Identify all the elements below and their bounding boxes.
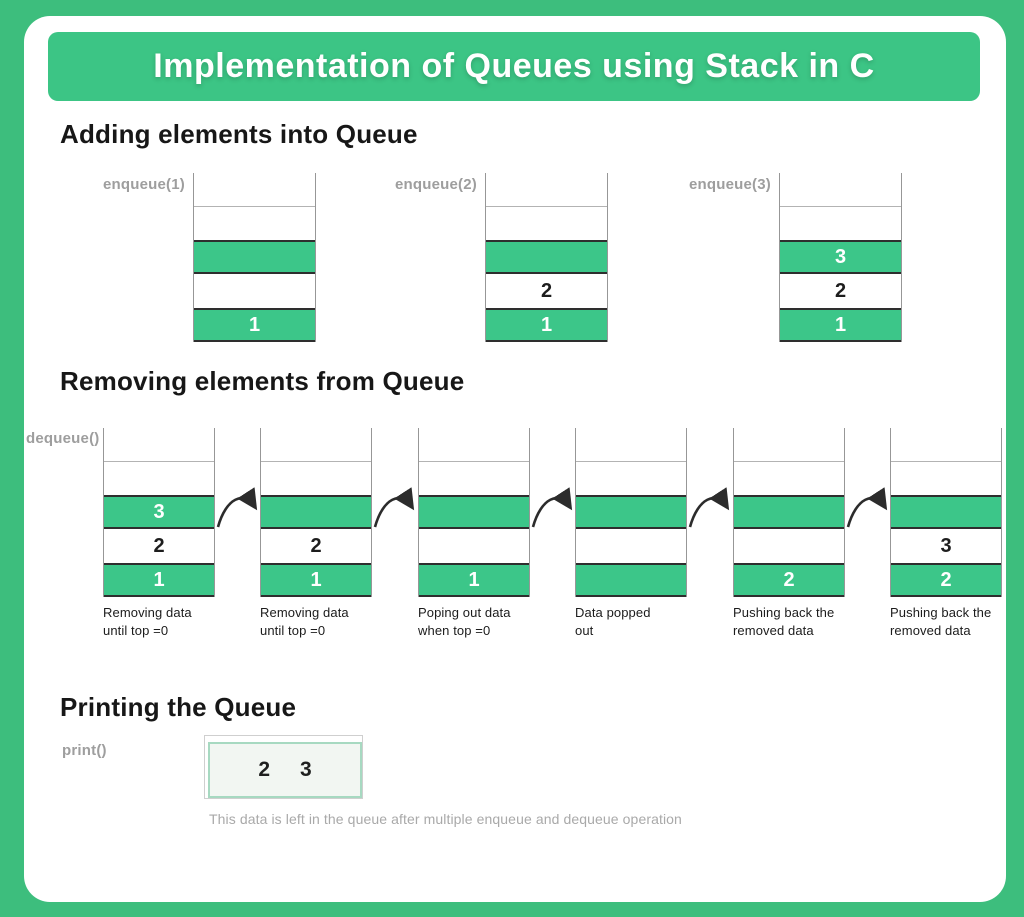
queue-value: 3 — [300, 758, 312, 781]
stack-enqueue-3: 3 2 1 — [779, 173, 902, 342]
stack-cell: 1 — [194, 308, 315, 342]
dequeue-label: dequeue() — [26, 430, 100, 447]
cell-value: 2 — [540, 280, 553, 302]
stack-cell — [780, 206, 901, 240]
stack-caption: Data popped out — [575, 605, 651, 638]
stack-caption: Pushing back the removed data — [890, 605, 992, 638]
cell-value: 2 — [153, 535, 165, 557]
stack-open-top — [104, 428, 214, 461]
stack-cell — [419, 495, 529, 529]
stack-cell: 3 — [104, 495, 214, 529]
stack-enqueue-1: 1 — [193, 173, 316, 342]
stack-cell — [486, 240, 607, 274]
page-title: Implementation of Queues using Stack in … — [153, 47, 875, 85]
enqueue-1-label: enqueue(1) — [102, 176, 185, 193]
stack-open-top — [486, 173, 607, 206]
stack-dequeue-3: 1 — [418, 428, 530, 597]
print-label: print() — [62, 742, 107, 759]
stack-enqueue-2: 2 1 — [485, 173, 608, 342]
cell-value: 1 — [248, 314, 261, 336]
stack-open-top — [734, 428, 844, 461]
cell-value: 1 — [834, 314, 847, 336]
stack-cell: 2 — [891, 563, 1001, 597]
cell-value: 3 — [153, 501, 165, 523]
cell-value: 1 — [153, 569, 165, 591]
cell-value: 1 — [468, 569, 480, 591]
cell-value: 3 — [940, 535, 952, 557]
title-banner: Implementation of Queues using Stack in … — [48, 32, 980, 101]
stack-cell — [104, 461, 214, 495]
stack-dequeue-6: 3 2 — [890, 428, 1002, 597]
stack-cell — [891, 495, 1001, 529]
curved-arrow-icon — [216, 487, 258, 528]
stack-open-top — [576, 428, 686, 461]
stack-cell — [891, 461, 1001, 495]
stack-cell: 1 — [780, 308, 901, 342]
stack-dequeue-5: 2 — [733, 428, 845, 597]
stack-cell: 2 — [734, 563, 844, 597]
cell-value: 1 — [540, 314, 553, 336]
cell-value: 2 — [783, 569, 795, 591]
stack-cell: 2 — [104, 529, 214, 563]
stack-caption: Removing data until top =0 — [103, 605, 192, 638]
stack-caption: Pushing back the removed data — [733, 605, 835, 638]
stack-open-top — [261, 428, 371, 461]
stack-cell — [576, 461, 686, 495]
cell-value: 3 — [834, 246, 847, 268]
stack-cell: 1 — [104, 563, 214, 597]
stack-open-top — [194, 173, 315, 206]
stack-dequeue-4 — [575, 428, 687, 597]
stack-cell: 1 — [261, 563, 371, 597]
cell-value: 2 — [834, 280, 847, 302]
stack-open-top — [419, 428, 529, 461]
stack-cell — [734, 529, 844, 563]
curved-arrow-icon — [373, 487, 415, 528]
cell-value: 2 — [940, 569, 952, 591]
stack-cell: 3 — [780, 240, 901, 274]
stack-cell — [734, 461, 844, 495]
enqueue-3-label: enqueue(3) — [688, 176, 771, 193]
stack-cell — [194, 240, 315, 274]
stack-cell — [576, 529, 686, 563]
stack-caption: Removing data until top =0 — [260, 605, 349, 638]
stack-open-top — [891, 428, 1001, 461]
stack-cell — [419, 461, 529, 495]
stack-cell: 2 — [261, 529, 371, 563]
stack-cell — [194, 206, 315, 240]
stack-cell — [261, 461, 371, 495]
cell-value: 2 — [310, 535, 322, 557]
cell-value: 1 — [310, 569, 322, 591]
stack-cell — [194, 274, 315, 308]
stack-open-top — [780, 173, 901, 206]
adding-section-heading: Adding elements into Queue — [60, 119, 418, 149]
curved-arrow-icon — [688, 487, 730, 528]
stack-cell — [486, 206, 607, 240]
removing-section-heading: Removing elements from Queue — [60, 366, 465, 396]
enqueue-2-label: enqueue(2) — [394, 176, 477, 193]
stack-cell — [576, 495, 686, 529]
curved-arrow-icon — [531, 487, 573, 528]
queue-value: 2 — [258, 758, 270, 781]
stack-cell: 2 — [780, 274, 901, 308]
stack-cell — [576, 563, 686, 597]
print-caption: This data is left in the queue after mul… — [209, 811, 682, 827]
stack-cell: 1 — [486, 308, 607, 342]
stack-cell — [734, 495, 844, 529]
stack-dequeue-1: 3 2 1 — [103, 428, 215, 597]
curved-arrow-icon — [846, 487, 888, 528]
stack-caption: Poping out data when top =0 — [418, 605, 511, 638]
stack-cell: 1 — [419, 563, 529, 597]
printing-section-heading: Printing the Queue — [60, 692, 297, 722]
print-output-box: 2 3 — [208, 742, 362, 798]
stack-cell: 2 — [486, 274, 607, 308]
stack-cell — [419, 529, 529, 563]
stack-cell — [261, 495, 371, 529]
content-card: Implementation of Queues using Stack in … — [24, 16, 1006, 902]
stack-cell: 3 — [891, 529, 1001, 563]
stack-dequeue-2: 2 1 — [260, 428, 372, 597]
